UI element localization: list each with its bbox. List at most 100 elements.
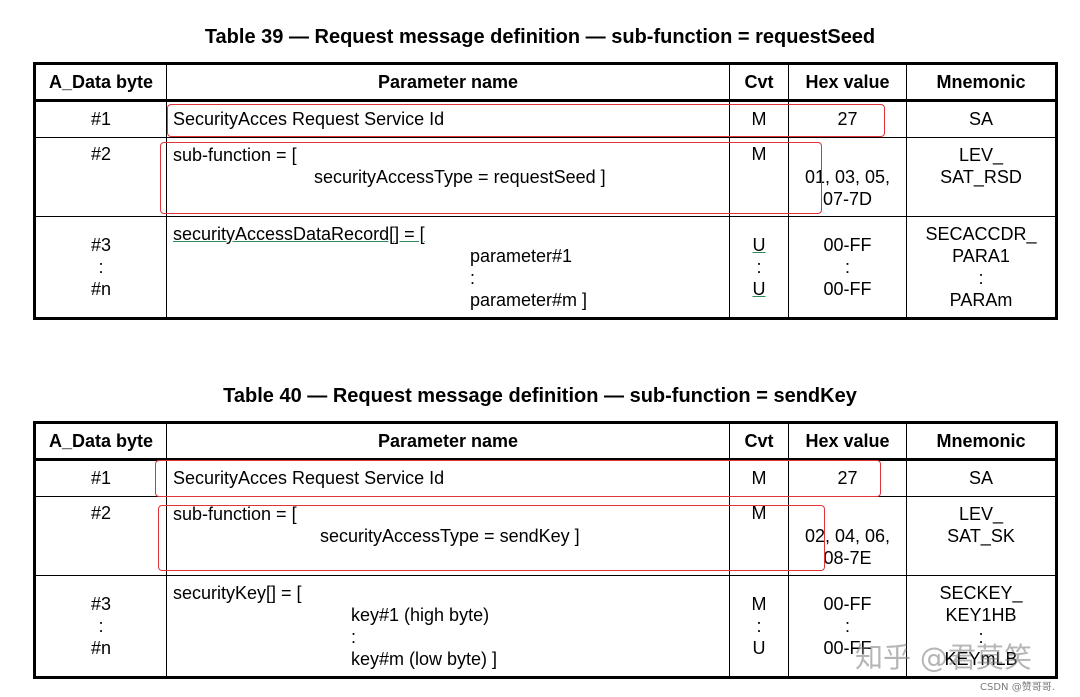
cell-byte: #3 : #n	[34, 575, 167, 678]
cell-param: securityKey[] = [ key#1 (high byte) : ke…	[166, 575, 730, 678]
mnemonic-line: SAT_RSD	[940, 167, 1022, 187]
cvt-line: U	[752, 235, 766, 255]
header-hex-value: Hex value	[788, 422, 907, 461]
cell-hex: 02, 04, 06, 08-7E	[788, 496, 907, 576]
cvt-line: :	[756, 257, 762, 277]
mnemonic-line: KEY1HB	[945, 605, 1017, 625]
byte-line: #3	[90, 235, 112, 255]
cell-mnemonic: SECKEY_ KEY1HB : KEYmLB	[906, 575, 1057, 678]
cell-hex: 00-FF : 00-FF	[788, 216, 907, 319]
header-cvt: Cvt	[729, 63, 789, 102]
byte-line: :	[98, 257, 104, 277]
header-a-data-byte: A_Data byte	[34, 422, 167, 461]
table-header-row: A_Data byte Parameter name Cvt Hex value…	[34, 63, 1057, 102]
header-mnemonic: Mnemonic	[906, 63, 1057, 102]
table-39: A_Data byte Parameter name Cvt Hex value…	[33, 62, 1058, 320]
hex-line: :	[844, 616, 850, 636]
cell-byte: #1	[34, 100, 167, 138]
cell-cvt: M	[729, 496, 789, 576]
table-39-caption: Table 39 — Request message definition — …	[204, 26, 876, 48]
table-row: #1 SecurityAcces Request Service Id M 27…	[34, 100, 1057, 138]
cell-param: sub-function = [ securityAccessType = se…	[166, 496, 730, 576]
cell-byte: #2	[34, 496, 167, 576]
table-row: #3 : #n securityAccessDataRecord[] = [ p…	[34, 216, 1057, 319]
cell-byte: #1	[34, 459, 167, 497]
cell-cvt: M	[729, 100, 789, 138]
mnemonic-line: SECKEY_	[939, 583, 1023, 603]
hex-line: 08-7E	[823, 548, 872, 568]
byte-line: :	[98, 616, 104, 636]
byte-line: #n	[90, 638, 112, 658]
cell-mnemonic: LEV_ SAT_RSD	[906, 137, 1057, 217]
param-line: sub-function = [	[173, 504, 297, 524]
param-line: :	[470, 268, 476, 288]
mnemonic-line: SECACCDR_	[925, 224, 1037, 244]
cvt-line: U	[752, 279, 766, 299]
hex-line: 00-FF	[823, 594, 872, 614]
param-line: parameter#m ]	[470, 290, 588, 310]
mnemonic-line: PARA1	[952, 246, 1010, 266]
cell-hex: 00-FF : 00-FF	[788, 575, 907, 678]
mnemonic-line: LEV_	[958, 504, 1004, 524]
hex-line: 01, 03, 05,	[804, 167, 891, 187]
hex-line: 07-7D	[822, 189, 873, 209]
table-row: #3 : #n securityKey[] = [ key#1 (high by…	[34, 575, 1057, 678]
byte-line: #n	[90, 279, 112, 299]
cell-hex: 27	[788, 100, 907, 138]
cell-mnemonic: SA	[906, 100, 1057, 138]
header-parameter-name: Parameter name	[166, 422, 730, 461]
cell-cvt: M	[729, 137, 789, 217]
cell-byte: #2	[34, 137, 167, 217]
param-line: key#1 (high byte)	[351, 605, 490, 625]
param-line: parameter#1	[470, 246, 573, 266]
mnemonic-line: PARAm	[949, 290, 1013, 310]
hex-line: 00-FF	[823, 279, 872, 299]
table-40: A_Data byte Parameter name Cvt Hex value…	[33, 421, 1058, 679]
cell-cvt: M	[729, 459, 789, 497]
cvt-line: U	[752, 638, 766, 658]
table-row: #2 sub-function = [ securityAccessType =…	[34, 137, 1057, 217]
cell-mnemonic: SA	[906, 459, 1057, 497]
zhihu-watermark: 知乎 @君莫笑	[855, 641, 1032, 674]
table-row: #2 sub-function = [ securityAccessType =…	[34, 496, 1057, 576]
mnemonic-line: LEV_	[958, 145, 1004, 165]
mnemonic-line: KEYmLB	[944, 649, 1018, 669]
header-parameter-name: Parameter name	[166, 63, 730, 102]
mnemonic-line: :	[978, 627, 984, 647]
mnemonic-line: SAT_SK	[947, 526, 1015, 546]
cell-hex: 27	[788, 459, 907, 497]
param-line: sub-function = [	[173, 145, 297, 165]
hex-line: 02, 04, 06,	[804, 526, 891, 546]
cell-param: SecurityAcces Request Service Id	[166, 459, 730, 497]
header-cvt: Cvt	[729, 422, 789, 461]
csdn-watermark: CSDN @赞哥哥.	[980, 682, 1055, 693]
hex-line: 00-FF	[823, 235, 872, 255]
hex-line: :	[844, 257, 850, 277]
cell-cvt: M : U	[729, 575, 789, 678]
cvt-line: M	[751, 594, 767, 614]
cell-mnemonic: LEV_ SAT_SK	[906, 496, 1057, 576]
cell-cvt: U : U	[729, 216, 789, 319]
byte-line: #3	[90, 594, 112, 614]
cell-hex: 01, 03, 05, 07-7D	[788, 137, 907, 217]
table-40-caption: Table 40 — Request message definition — …	[223, 385, 857, 407]
cell-param: securityAccessDataRecord[] = [ parameter…	[166, 216, 730, 319]
cell-byte: #3 : #n	[34, 216, 167, 319]
cell-param: sub-function = [ securityAccessType = re…	[166, 137, 730, 217]
hex-line: 00-FF	[823, 638, 872, 658]
cvt-line: :	[756, 616, 762, 636]
table-header-row: A_Data byte Parameter name Cvt Hex value…	[34, 422, 1057, 461]
param-line: :	[351, 627, 357, 647]
cell-param: SecurityAcces Request Service Id	[166, 100, 730, 138]
param-line: key#m (low byte) ]	[351, 649, 498, 669]
param-line: securityAccessType = sendKey ]	[320, 526, 580, 546]
header-mnemonic: Mnemonic	[906, 422, 1057, 461]
header-a-data-byte: A_Data byte	[34, 63, 167, 102]
table-row: #1 SecurityAcces Request Service Id M 27…	[34, 459, 1057, 497]
param-line: securityAccessDataRecord[] = [	[173, 224, 425, 244]
param-line: securityKey[] = [	[173, 583, 302, 603]
cell-mnemonic: SECACCDR_ PARA1 : PARAm	[906, 216, 1057, 319]
param-line: securityAccessType = requestSeed ]	[314, 167, 606, 187]
header-hex-value: Hex value	[788, 63, 907, 102]
mnemonic-line: :	[978, 268, 984, 288]
